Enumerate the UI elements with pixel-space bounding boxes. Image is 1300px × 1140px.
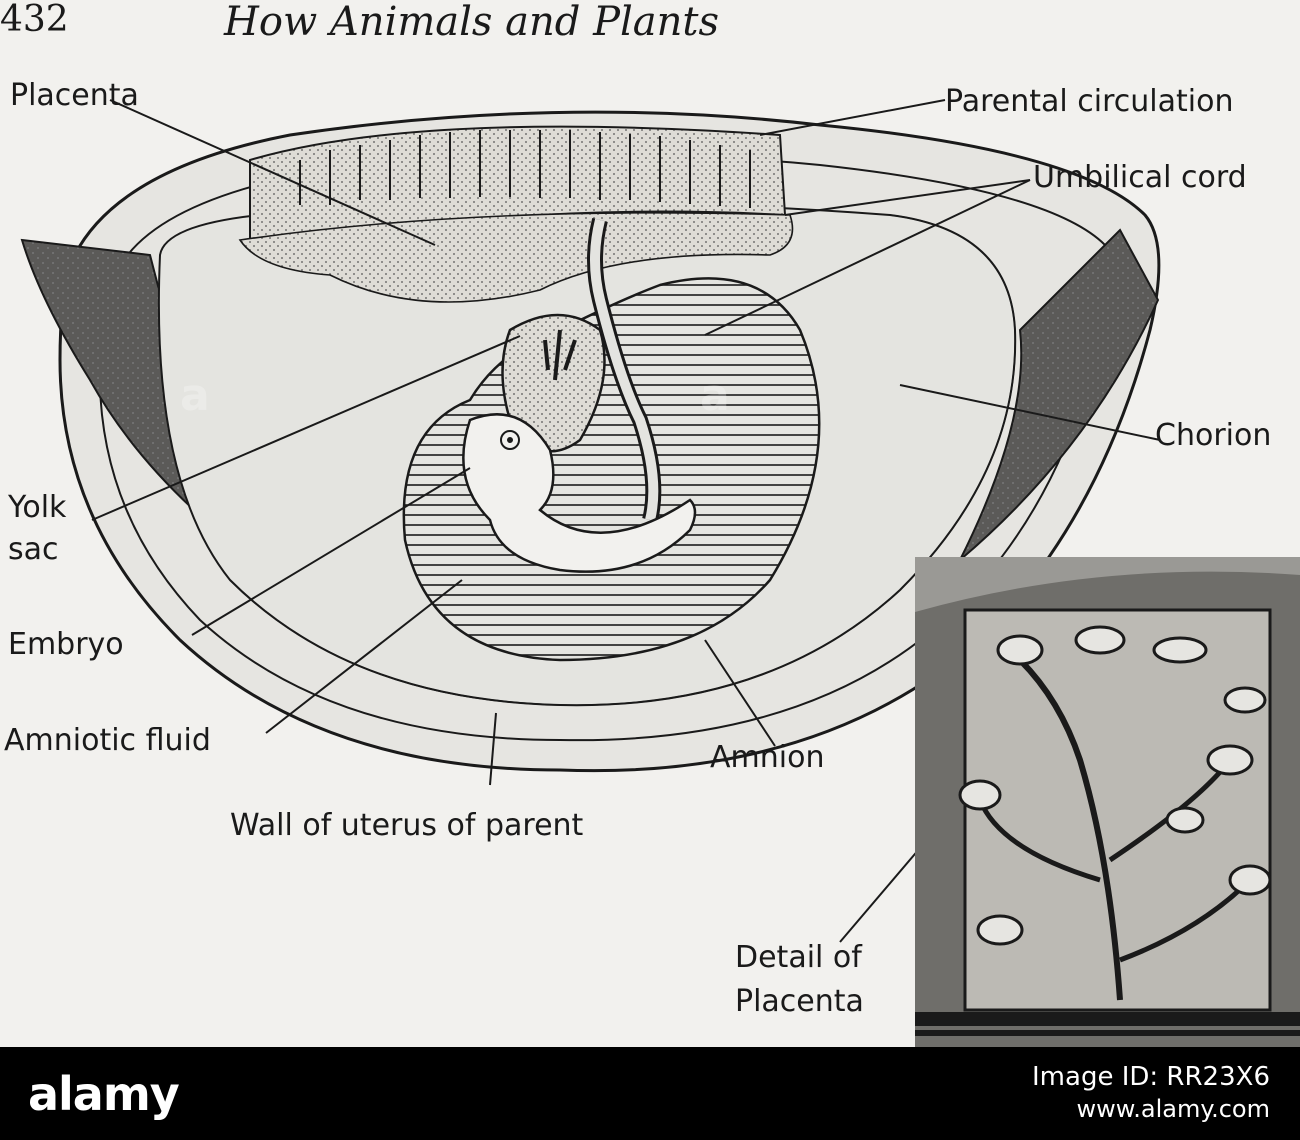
book-page: 432 How Animals and Plants <box>0 0 1300 1047</box>
leader-lines <box>91 99 1161 943</box>
label-sac: sac <box>8 532 59 567</box>
stock-footer: alamy Image ID: RR23X6 www.alamy.com <box>0 1047 1300 1140</box>
yolk-sac <box>501 313 606 453</box>
label-detail-of: Detail of <box>735 940 862 975</box>
label-embryo: Embryo <box>8 627 124 662</box>
label-wall-of-uterus: Wall of uterus of parent <box>230 808 584 843</box>
logo-text: alamy <box>28 1067 180 1121</box>
chorion-band <box>229 214 1016 706</box>
footer-info: Image ID: RR23X6 www.alamy.com <box>1032 1061 1270 1125</box>
label-chorion: Chorion <box>1155 418 1272 453</box>
site-url[interactable]: www.alamy.com <box>1076 1095 1270 1123</box>
dark-tissue-right <box>959 228 1160 561</box>
label-umbilical-cord: Umbilical cord <box>1033 160 1247 195</box>
label-parental-circulation: Parental circulation <box>945 84 1234 119</box>
image-id: Image ID: RR23X6 <box>1032 1062 1270 1092</box>
running-title: How Animals and Plants <box>224 0 720 45</box>
alamy-logo[interactable]: alamy <box>28 1065 180 1123</box>
label-yolk: Yolk <box>8 490 67 525</box>
embryo-eye <box>500 430 520 450</box>
label-amniotic-fluid: Amniotic fluid <box>4 723 211 758</box>
label-detail-placenta: Placenta <box>735 984 864 1019</box>
yolk-sac-vessels <box>543 329 577 381</box>
label-placenta: Placenta <box>10 78 139 113</box>
label-amnion: Amnion <box>710 740 825 775</box>
placental-plate <box>238 211 794 303</box>
page-number: 432 <box>0 0 69 40</box>
placenta-detail-inset <box>915 557 1300 1047</box>
watermark-mark: a <box>180 370 210 421</box>
uterus-embryo-diagram <box>20 99 1300 1047</box>
watermark-mark: a <box>700 370 730 421</box>
placenta-villi-lines <box>299 130 751 208</box>
embryo-body <box>462 413 697 573</box>
